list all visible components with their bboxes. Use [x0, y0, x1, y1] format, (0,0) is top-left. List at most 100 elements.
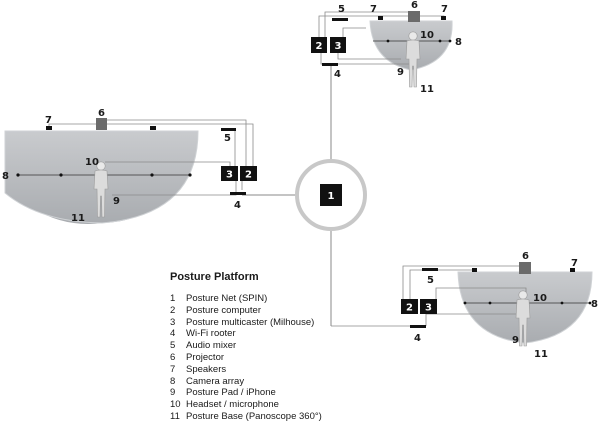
- label-2: 2: [245, 170, 252, 181]
- label-9: 9: [397, 67, 404, 78]
- legend-item: 11 Posture Base (Panoscope 360°): [170, 411, 430, 423]
- box-multicaster: [221, 166, 238, 181]
- legend-item: 8 Camera array: [170, 376, 430, 388]
- station-bottom: 2 3 5 6 7 8 10 9 4 11: [331, 251, 598, 360]
- box-computer: [401, 299, 418, 314]
- cable-bottom-a: [402, 265, 520, 299]
- label-6: 6: [98, 108, 105, 119]
- legend-item-number: 10: [170, 399, 181, 411]
- legend-item-number: 8: [170, 375, 176, 387]
- legend-item-label: Camera array: [186, 375, 245, 387]
- legend-item-number: 6: [170, 351, 176, 363]
- camera-dot: [16, 173, 20, 177]
- speaker: [378, 16, 383, 20]
- speaker-left: [46, 126, 52, 130]
- label-3: 3: [335, 41, 342, 52]
- label-7: 7: [441, 4, 448, 15]
- legend-item-label: Posture computer: [186, 304, 261, 316]
- label-11: 11: [420, 84, 434, 95]
- camera-dot: [59, 173, 63, 177]
- camera-dot: [150, 173, 154, 177]
- legend-item-number: 7: [170, 363, 176, 375]
- projector: [408, 11, 420, 22]
- label-2: 2: [316, 41, 323, 52]
- speaker: [570, 268, 575, 272]
- legend-item-label: Wi-Fi rooter: [186, 328, 236, 340]
- label-7: 7: [45, 115, 52, 126]
- cable-speaker: [48, 123, 254, 166]
- station-top: 2 3 5 6 7 7 8 10 9 4 11: [311, 0, 462, 95]
- legend-title: Posture Platform: [170, 271, 259, 283]
- legend-item: 6 Projector: [170, 352, 430, 364]
- wifi-router: [410, 325, 426, 328]
- legend-item: 3 Posture multicaster (Milhouse): [170, 317, 430, 329]
- legend-item-label: Posture Pad / iPhone: [186, 387, 276, 399]
- label-3: 3: [226, 170, 233, 181]
- label-5: 5: [427, 275, 434, 286]
- legend-item-number: 3: [170, 316, 176, 328]
- label-11: 11: [71, 213, 85, 224]
- label-5: 5: [224, 133, 231, 144]
- legend-item-number: 9: [170, 387, 176, 399]
- projector: [519, 262, 531, 274]
- label-4: 4: [234, 200, 241, 211]
- wifi-router: [230, 192, 246, 195]
- label-2: 2: [406, 303, 413, 314]
- wifi-router: [322, 63, 338, 66]
- legend-item: 5 Audio mixer: [170, 340, 430, 352]
- box-computer: [240, 166, 257, 181]
- legend-item-label: Audio mixer: [186, 340, 237, 352]
- hub-box: [320, 184, 342, 206]
- audio-mixer: [221, 128, 236, 131]
- legend-item-number: 11: [170, 410, 180, 422]
- speaker: [441, 16, 446, 20]
- hub: 1: [242, 64, 367, 326]
- legend-item-number: 2: [170, 304, 176, 316]
- cable-headset: [105, 161, 231, 166]
- label-7: 7: [571, 258, 578, 269]
- legend-item: 10 Headset / microphone: [170, 399, 430, 411]
- label-3: 3: [425, 303, 432, 314]
- cable-bottom-b: [409, 269, 474, 299]
- legend-item: 2 Posture computer: [170, 305, 430, 317]
- legend-item-label: Headset / microphone: [186, 399, 279, 411]
- projector: [96, 118, 107, 130]
- speaker: [472, 268, 477, 272]
- label-4: 4: [334, 69, 341, 80]
- legend-item-number: 5: [170, 340, 176, 352]
- label-6: 6: [522, 251, 529, 262]
- legend-item-label: Posture Base (Panoscope 360°): [186, 410, 322, 422]
- hub-label: 1: [328, 191, 335, 202]
- cable-top-c: [342, 27, 366, 37]
- label-10: 10: [85, 157, 99, 168]
- label-8: 8: [591, 299, 598, 310]
- label-10: 10: [533, 293, 547, 304]
- cable-projector: [107, 119, 247, 166]
- label-6: 6: [411, 0, 418, 11]
- box-computer: [311, 37, 327, 53]
- label-8: 8: [455, 37, 462, 48]
- label-10: 10: [420, 30, 434, 41]
- audio-mixer: [422, 268, 438, 271]
- legend-item-number: 1: [170, 293, 176, 304]
- camera-dot: [188, 173, 192, 177]
- box-multicaster: [330, 37, 346, 53]
- legend-item-number: 4: [170, 328, 176, 340]
- legend-item-label: Posture Net (SPIN): [186, 293, 268, 304]
- label-7: 7: [370, 4, 377, 15]
- audio-mixer: [332, 18, 348, 21]
- legend-item: 4 Wi-Fi rooter: [170, 328, 430, 340]
- speaker-right: [150, 126, 156, 130]
- box-multicaster: [420, 299, 437, 314]
- label-11: 11: [534, 349, 548, 360]
- legend-item-label: Projector: [186, 351, 225, 363]
- legend-item-label: Posture multicaster (Milhouse): [186, 316, 315, 328]
- cable-top-e: [337, 53, 401, 60]
- cable-top-d: [320, 53, 411, 65]
- station-left: 3 2 7 6 5 8 10 9 4 11: [2, 108, 257, 224]
